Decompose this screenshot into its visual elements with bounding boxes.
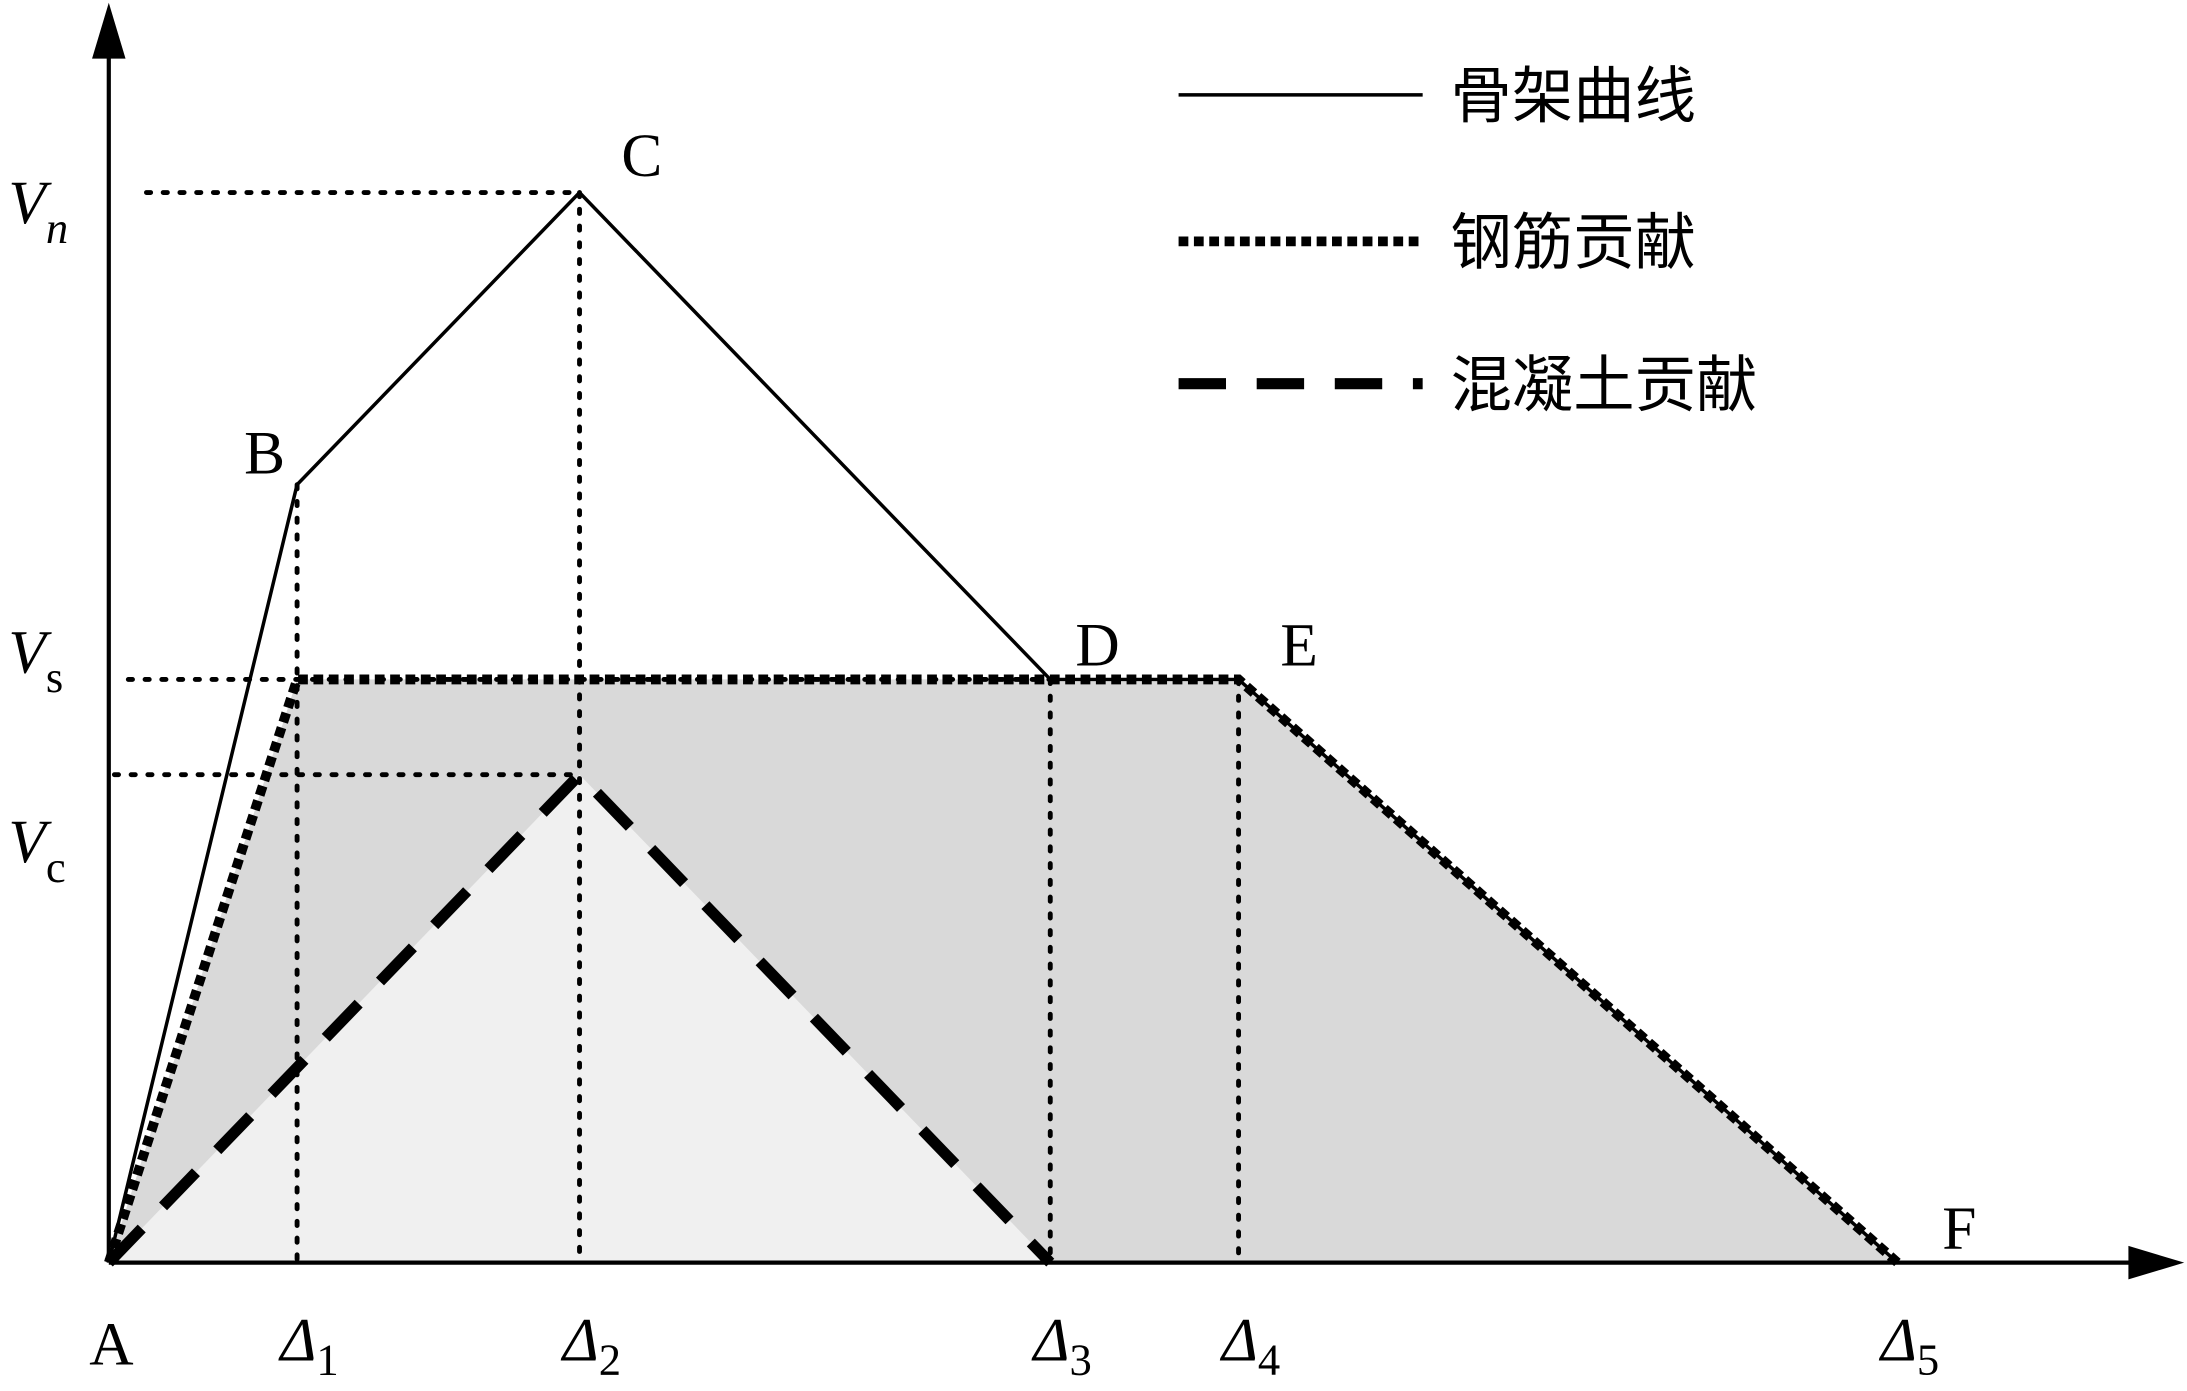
y-tick-label-n: Vn [8,169,68,253]
steel-contribution-line [104,674,1901,1267]
x-tick-subscript: 4 [1258,1334,1280,1384]
legend-label-skeleton-curve: 骨架曲线 [1451,63,1696,131]
y-tick-symbol: V [8,808,52,876]
point-label-f: F [1942,1195,1976,1263]
y-tick-symbol: V [8,618,52,686]
x-axis-arrow-icon [2128,1245,2185,1280]
x-tick-subscript: 2 [599,1334,621,1384]
x-tick-subscript: 5 [1917,1334,1939,1384]
concrete-contribution-line [104,766,1055,1267]
x-tick-symbol: Δ [1219,1306,1258,1374]
point-label-b: B [244,420,285,488]
x-tick-label-2: Δ2 [560,1306,621,1384]
x-tick-subscript: 1 [316,1334,338,1384]
x-tick-label-4: Δ4 [1219,1306,1280,1384]
y-tick-symbol: V [8,169,52,237]
x-tick-symbol: Δ [1878,1306,1917,1374]
y-tick-subscript: n [46,203,68,253]
x-tick-label-3: Δ3 [1031,1306,1092,1384]
origin-label: A [89,1310,133,1378]
legend-label-concrete-contribution: 混凝土贡献 [1451,352,1758,420]
y-tick-label-c: Vc [8,808,65,892]
y-axis-arrow-icon [92,2,126,59]
legend-label-steel-contribution: 钢筋贡献 [1451,210,1696,278]
x-tick-symbol: Δ [1031,1306,1070,1374]
x-tick-symbol: Δ [560,1306,599,1374]
x-tick-symbol: Δ [277,1306,316,1374]
x-tick-label-1: Δ1 [277,1306,338,1384]
x-tick-subscript: 3 [1070,1334,1092,1384]
point-label-d: D [1075,611,1119,679]
y-tick-subscript: c [46,842,66,892]
y-tick-subscript: s [46,652,63,702]
point-label-c: C [621,122,662,190]
point-label-e: E [1280,611,1317,679]
skeleton-curve-line [107,190,1899,1264]
x-tick-label-5: Δ5 [1878,1306,1939,1384]
y-tick-label-s: Vs [8,618,63,702]
